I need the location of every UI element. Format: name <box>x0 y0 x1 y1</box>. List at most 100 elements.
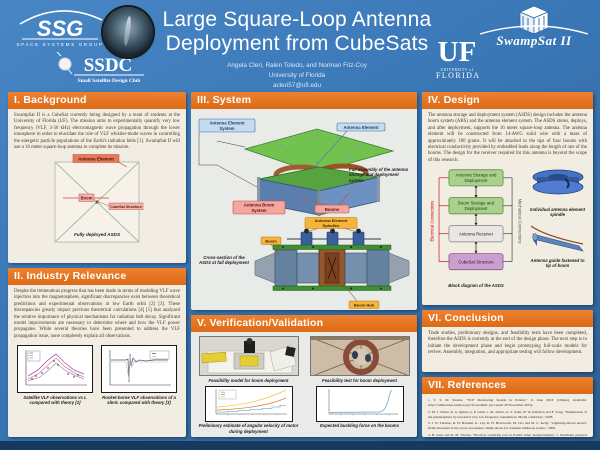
left-column: I. Background SwampSat II is a CubeSat c… <box>8 92 186 437</box>
cross-section-caption: Cross-section of the ASDS at full deploy… <box>199 255 249 266</box>
label-boom: Boom <box>265 239 277 244</box>
swampsat-text: SwampSat II <box>496 33 572 48</box>
section-references-body: 1. T. S. M. Station, "VLF Monitoring Sta… <box>422 394 593 437</box>
label-antenna-element-spindles-2: Spindles <box>323 223 340 228</box>
section-conclusion: VI. Conclusion Trade studies, preliminar… <box>422 310 593 372</box>
full-assembly-caption: Full assembly of the antenna storage and… <box>349 167 408 183</box>
swampsat-logo: SwampSat II <box>478 4 590 53</box>
angular-velocity-caption: Preliminary estimate of angular velocity… <box>198 423 299 434</box>
ssdc-logo-icon: SSDC Small Satellite Design Club <box>56 51 144 84</box>
mission-patch-icon <box>103 7 153 57</box>
buckling-force-caption: Expected buckling force on the booms <box>319 423 400 429</box>
feasibility-test-photo <box>309 336 410 376</box>
full-assembly-cad-image: Antenna Element System Antenna Element A… <box>198 118 395 216</box>
middle-column: III. System <box>191 92 417 437</box>
full-assembly-figure: Antenna Element System Antenna Element A… <box>197 113 411 217</box>
boom-guide-image <box>530 225 584 252</box>
uf-logo-sub2: FLORIDA <box>436 70 481 80</box>
section-design: IV. Design The antenna storage and deplo… <box>422 92 593 305</box>
deployed-asds-caption: Fully deployed ASDS <box>74 232 121 237</box>
rocket-vlf-caption: Rocket-borne VLF observations of a sferi… <box>102 395 176 406</box>
author-block: Angela Cleri, Ralen Toledo, and Norman F… <box>158 61 436 91</box>
boom-guide-caption: Antenna guide fastened to tip of boom <box>530 257 585 269</box>
right-column: IV. Design The antenna storage and deplo… <box>422 92 593 437</box>
design-paragraph: The antenna storage and deployment syste… <box>428 113 587 163</box>
section-industry-relevance: II. Industry Relevance Despite the treme… <box>8 268 186 437</box>
buckling-force-figure: Expected buckling force on the booms <box>308 385 411 434</box>
label-antenna-element-spindles-1: Antenna Element <box>315 218 348 223</box>
conclusion-paragraph: Trade studies, preliminary designs, and … <box>428 331 587 356</box>
section-conclusion-title: VI. Conclusion <box>422 310 593 327</box>
section-verification-body: Feasibility model for boom deployment <box>191 332 417 437</box>
section-industry-title: II. Industry Relevance <box>8 268 186 285</box>
rocket-vlf-chart-image <box>101 345 177 394</box>
ssg-text: SSG <box>37 16 83 41</box>
label-antenna-element-system-1: Antenna Element <box>209 120 245 125</box>
satellite-vlf-caption: Satellite VLF observations vs L compared… <box>23 395 87 406</box>
authors-line: Angela Cleri, Ralen Toledo, and Norman F… <box>227 62 367 70</box>
poster-title-line1: Large Square-Loop Antenna <box>162 8 432 31</box>
block-boom-storage-line1: Boom Storage and <box>458 201 495 206</box>
label-cubesat-structure: CubeSat Structure <box>110 205 142 209</box>
swampsat-cube-icon: SwampSat II <box>479 5 589 48</box>
spindle-caption: Individual antenna element spindle <box>529 207 586 218</box>
section-background-title: I. Background <box>8 92 186 109</box>
block-antenna-storage-line1: Antenna Storage and <box>456 173 497 178</box>
reference-item: 4. B. Abel and R. M. Thorne, "Electron s… <box>428 432 587 437</box>
label-antenna-element-system-2: System <box>219 126 234 131</box>
section-verification-title: V. Verification/Validation <box>191 315 417 332</box>
poster-header: SSG SPACE SYSTEMS GROUP SSDC Small Satel… <box>0 0 600 92</box>
uf-logo-sub1: UNIVERSITY of <box>440 67 474 72</box>
ssdc-logo: SSDC Small Satellite Design Club <box>52 51 150 91</box>
feasibility-model-photo <box>198 336 299 376</box>
label-antenna-element: Antenna Element <box>343 125 379 130</box>
cross-section-cad-image: Antenna Element Spindles Boom Boom Hub <box>254 217 410 309</box>
poster-columns: I. Background SwampSat II is a CubeSat c… <box>8 92 593 437</box>
references-list: 1. T. S. M. Station, "VLF Monitoring Sta… <box>428 398 587 437</box>
section-design-body: The antenna storage and deployment syste… <box>422 109 593 305</box>
label-antenna-boom-system-1: Antenna Boom <box>244 202 275 207</box>
uf-logo-text: UF <box>437 36 477 68</box>
uf-logo: UF UNIVERSITY of FLORIDA <box>436 36 481 80</box>
section-system-body: Antenna Element System Antenna Element A… <box>191 109 417 310</box>
ssg-logo-icon: SSG SPACE SYSTEMS GROUP <box>17 10 103 47</box>
block-boom-storage-line2: Deployment <box>464 206 488 211</box>
background-figure: Antenna Element Boom CubeSat Structure F… <box>14 154 180 246</box>
label-booms: Booms <box>325 207 340 212</box>
angular-velocity-figure: Preliminary estimate of angular velocity… <box>197 385 300 434</box>
block-antenna-storage-line2: Deployment <box>464 178 488 183</box>
ssdc-text: SSDC <box>84 55 133 76</box>
cross-section-figure: Antenna Element Spindles Boom Boom Hub <box>197 217 411 310</box>
asds-block-diagram: Electrical Connections Mechanical Connec… <box>430 169 522 271</box>
label-antenna-boom-system-2: System <box>251 208 266 213</box>
poster-title: Large Square-Loop Antenna Deployment fro… <box>158 8 436 56</box>
ssdc-subtext: Small Satellite Design Club <box>78 78 141 84</box>
label-boom: Boom <box>81 196 93 201</box>
spindle-image <box>532 169 583 195</box>
footer-strip <box>0 441 600 450</box>
block-diagram-caption: Block diagram of the ASDS <box>448 283 504 289</box>
buckling-force-chart <box>315 385 404 422</box>
label-electrical-connections: Electrical Connections <box>430 201 435 242</box>
section-industry-body: Despite the tremendous progress that has… <box>8 285 186 437</box>
section-references: VII. References 1. T. S. M. Station, "VL… <box>422 377 593 437</box>
label-mechanical-connections: Mechanical Connections <box>517 199 522 244</box>
industry-paragraph: Despite the tremendous progress that has… <box>14 289 180 339</box>
block-cubesat-structure: CubeSat Structure <box>458 260 494 265</box>
satellite-vlf-chart-image <box>17 345 93 394</box>
design-figures: Electrical Connections Mechanical Connec… <box>428 167 587 288</box>
angular-velocity-chart <box>204 385 293 422</box>
feasibility-model-caption: Feasibility model for boom deployment <box>208 377 289 383</box>
reference-item: 1. T. S. M. Station, "VLF Monitoring Sta… <box>428 398 587 408</box>
section-verification: V. Verification/Validation <box>191 315 417 437</box>
feasibility-test-caption: Feasibility test for boom deployment <box>322 377 397 383</box>
section-background: I. Background SwampSat II is a CubeSat c… <box>8 92 186 263</box>
feasibility-model-figure: Feasibility model for boom deployment <box>197 336 300 383</box>
email-line: acleri57@ufl.edu <box>272 82 322 90</box>
background-paragraph: SwampSat II is a CubeSat currently being… <box>14 113 180 150</box>
section-references-title: VII. References <box>422 377 593 394</box>
label-antenna-element: Antenna Element <box>78 157 114 162</box>
section-design-title: IV. Design <box>422 92 593 109</box>
verification-figures: Feasibility model for boom deployment <box>197 336 411 434</box>
